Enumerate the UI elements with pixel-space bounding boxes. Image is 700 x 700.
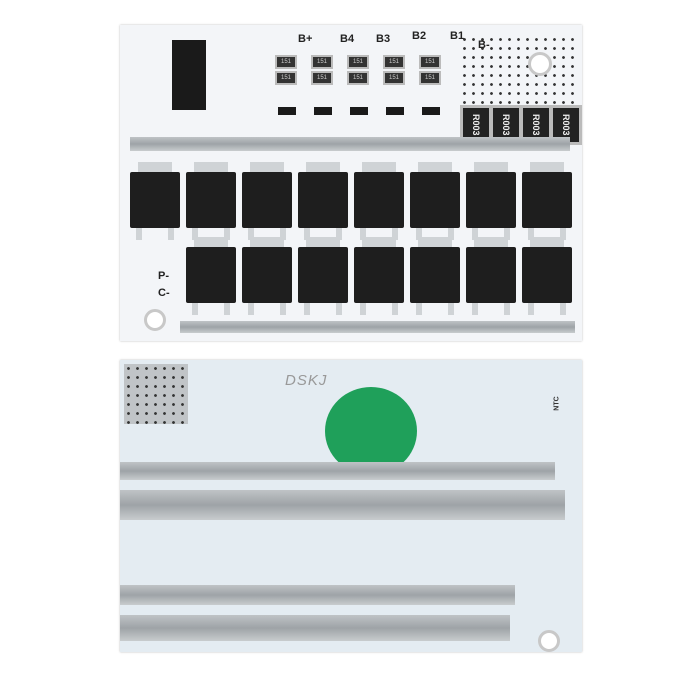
label-c-minus: C-	[158, 287, 170, 299]
solder-strip	[130, 137, 570, 151]
balance-resistor: 151	[311, 55, 333, 69]
ntc-label: NTC	[553, 396, 561, 411]
brand-mark: DSKJ	[285, 372, 328, 389]
via-grid	[124, 364, 188, 424]
solder-strip	[120, 462, 555, 480]
mosfet	[354, 162, 404, 240]
solder-strip	[120, 585, 515, 605]
balance-resistor: 151	[383, 71, 405, 85]
balance-resistor: 151	[275, 71, 297, 85]
solder-strip	[120, 490, 565, 520]
mounting-hole	[538, 630, 560, 652]
mosfet	[242, 162, 292, 240]
cell-label: B2	[412, 30, 427, 42]
balance-resistor: 151	[419, 71, 441, 85]
transistor	[386, 107, 404, 115]
thermal-pad	[325, 387, 417, 475]
bms-board-bottom: DSKJ NTC	[120, 360, 582, 652]
mosfet	[466, 162, 516, 240]
mosfet	[298, 162, 348, 240]
solder-strip	[180, 321, 575, 333]
balance-resistor: 151	[311, 71, 333, 85]
transistor	[350, 107, 368, 115]
mosfet	[298, 237, 348, 315]
mosfet	[242, 237, 292, 315]
cell-label: B1	[450, 30, 465, 42]
mosfet	[466, 237, 516, 315]
mounting-hole	[528, 52, 552, 76]
ic-chip	[172, 40, 206, 110]
mosfet	[186, 162, 236, 240]
transistor	[422, 107, 440, 115]
cell-label: B-	[478, 39, 490, 51]
transistor	[278, 107, 296, 115]
transistor	[314, 107, 332, 115]
solder-strip	[120, 615, 510, 641]
balance-resistor: 151	[347, 55, 369, 69]
mosfet	[522, 237, 572, 315]
balance-resistor: 151	[419, 55, 441, 69]
cell-label: B+	[298, 33, 313, 45]
mounting-hole	[144, 309, 166, 331]
via-grid	[460, 35, 578, 105]
balance-resistor: 151	[383, 55, 405, 69]
label-p-minus: P-	[158, 270, 169, 282]
balance-resistor: 151	[347, 71, 369, 85]
mosfet	[410, 237, 460, 315]
balance-resistor: 151	[275, 55, 297, 69]
mosfet	[522, 162, 572, 240]
mosfet	[354, 237, 404, 315]
mosfet	[410, 162, 460, 240]
mosfet	[130, 162, 180, 240]
cell-label: B3	[376, 33, 391, 45]
mosfet	[186, 237, 236, 315]
cell-label: B4	[340, 33, 355, 45]
